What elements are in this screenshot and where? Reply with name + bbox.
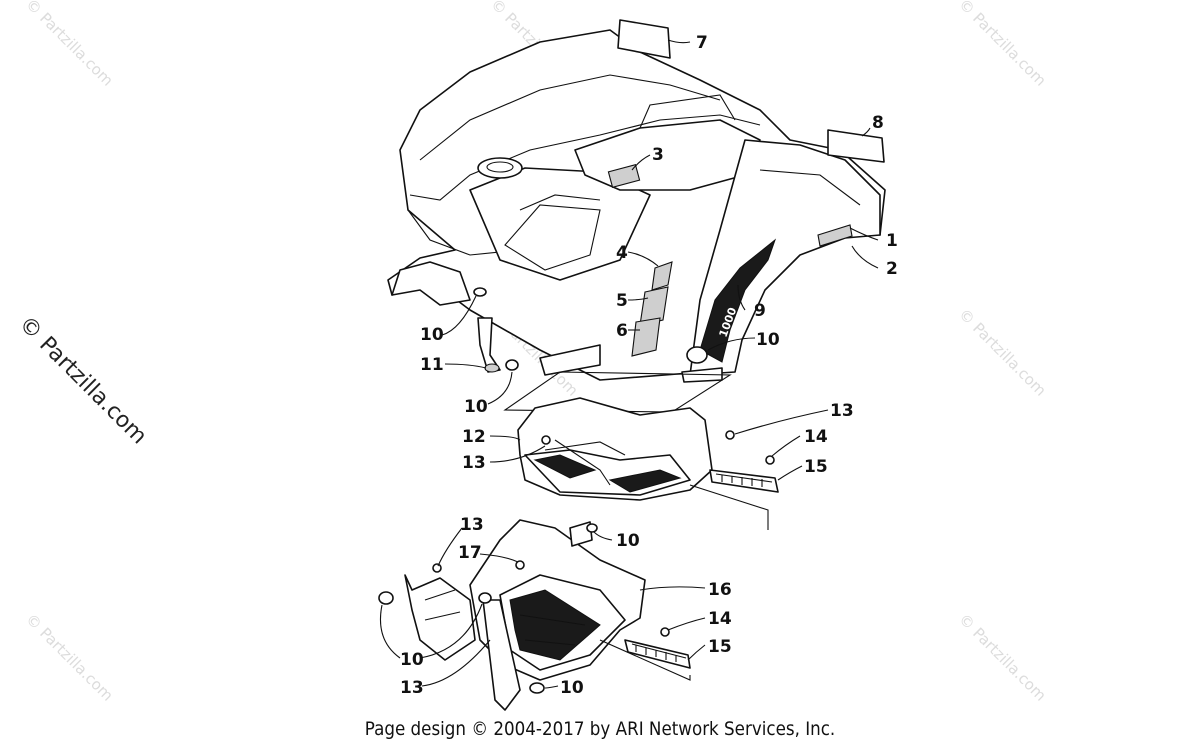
callout-labels: 7 8 3 1 2 4 5 6 9 10 10 11 10 13 12 14 1…	[400, 33, 898, 698]
callout-13: 13	[830, 401, 854, 421]
leader-lines	[379, 39, 879, 689]
callout-2: 2	[886, 259, 898, 279]
callout-8: 8	[872, 113, 884, 133]
callout-1: 1	[886, 231, 898, 251]
watermark: © Partzilla.com	[22, 0, 117, 90]
callout-14: 14	[804, 427, 828, 447]
callout-14: 14	[708, 609, 732, 629]
callout-7: 7	[696, 33, 708, 53]
callout-10: 10	[560, 678, 584, 698]
callout-4: 4	[616, 243, 628, 263]
callout-15: 15	[708, 637, 732, 657]
watermark-side: © Partzilla.com	[14, 312, 152, 450]
watermark: © Partzilla.com	[955, 610, 1050, 705]
copyright-footer: Page design © 2004-2017 by ARI Network S…	[364, 718, 836, 740]
left-footwell	[378, 519, 691, 711]
callout-12: 12	[462, 427, 486, 447]
callout-10: 10	[616, 531, 640, 551]
callout-13: 13	[460, 515, 484, 535]
callout-13: 13	[400, 678, 424, 698]
callout-10: 10	[756, 330, 780, 350]
callout-13: 13	[462, 453, 486, 473]
reference-line	[689, 484, 769, 530]
right-footwell	[517, 397, 779, 501]
callout-15: 15	[804, 457, 828, 477]
callout-6: 6	[616, 321, 628, 341]
decal-8	[827, 129, 885, 163]
callout-16: 16	[708, 580, 732, 600]
callout-10: 10	[420, 325, 444, 345]
callout-10: 10	[400, 650, 424, 670]
callout-11: 11	[420, 355, 444, 375]
reference-line	[599, 639, 691, 681]
decal-7	[617, 19, 671, 59]
watermark: © Partzilla.com	[955, 0, 1050, 90]
rear-body-panel: 1000	[387, 29, 886, 383]
callout-3: 3	[652, 145, 664, 165]
watermark: © Partzilla.com	[955, 305, 1050, 400]
callout-5: 5	[616, 291, 628, 311]
callout-17: 17	[458, 543, 482, 563]
callout-10: 10	[464, 397, 488, 417]
watermark: © Partzilla.com	[22, 610, 117, 705]
callout-9: 9	[754, 301, 766, 321]
